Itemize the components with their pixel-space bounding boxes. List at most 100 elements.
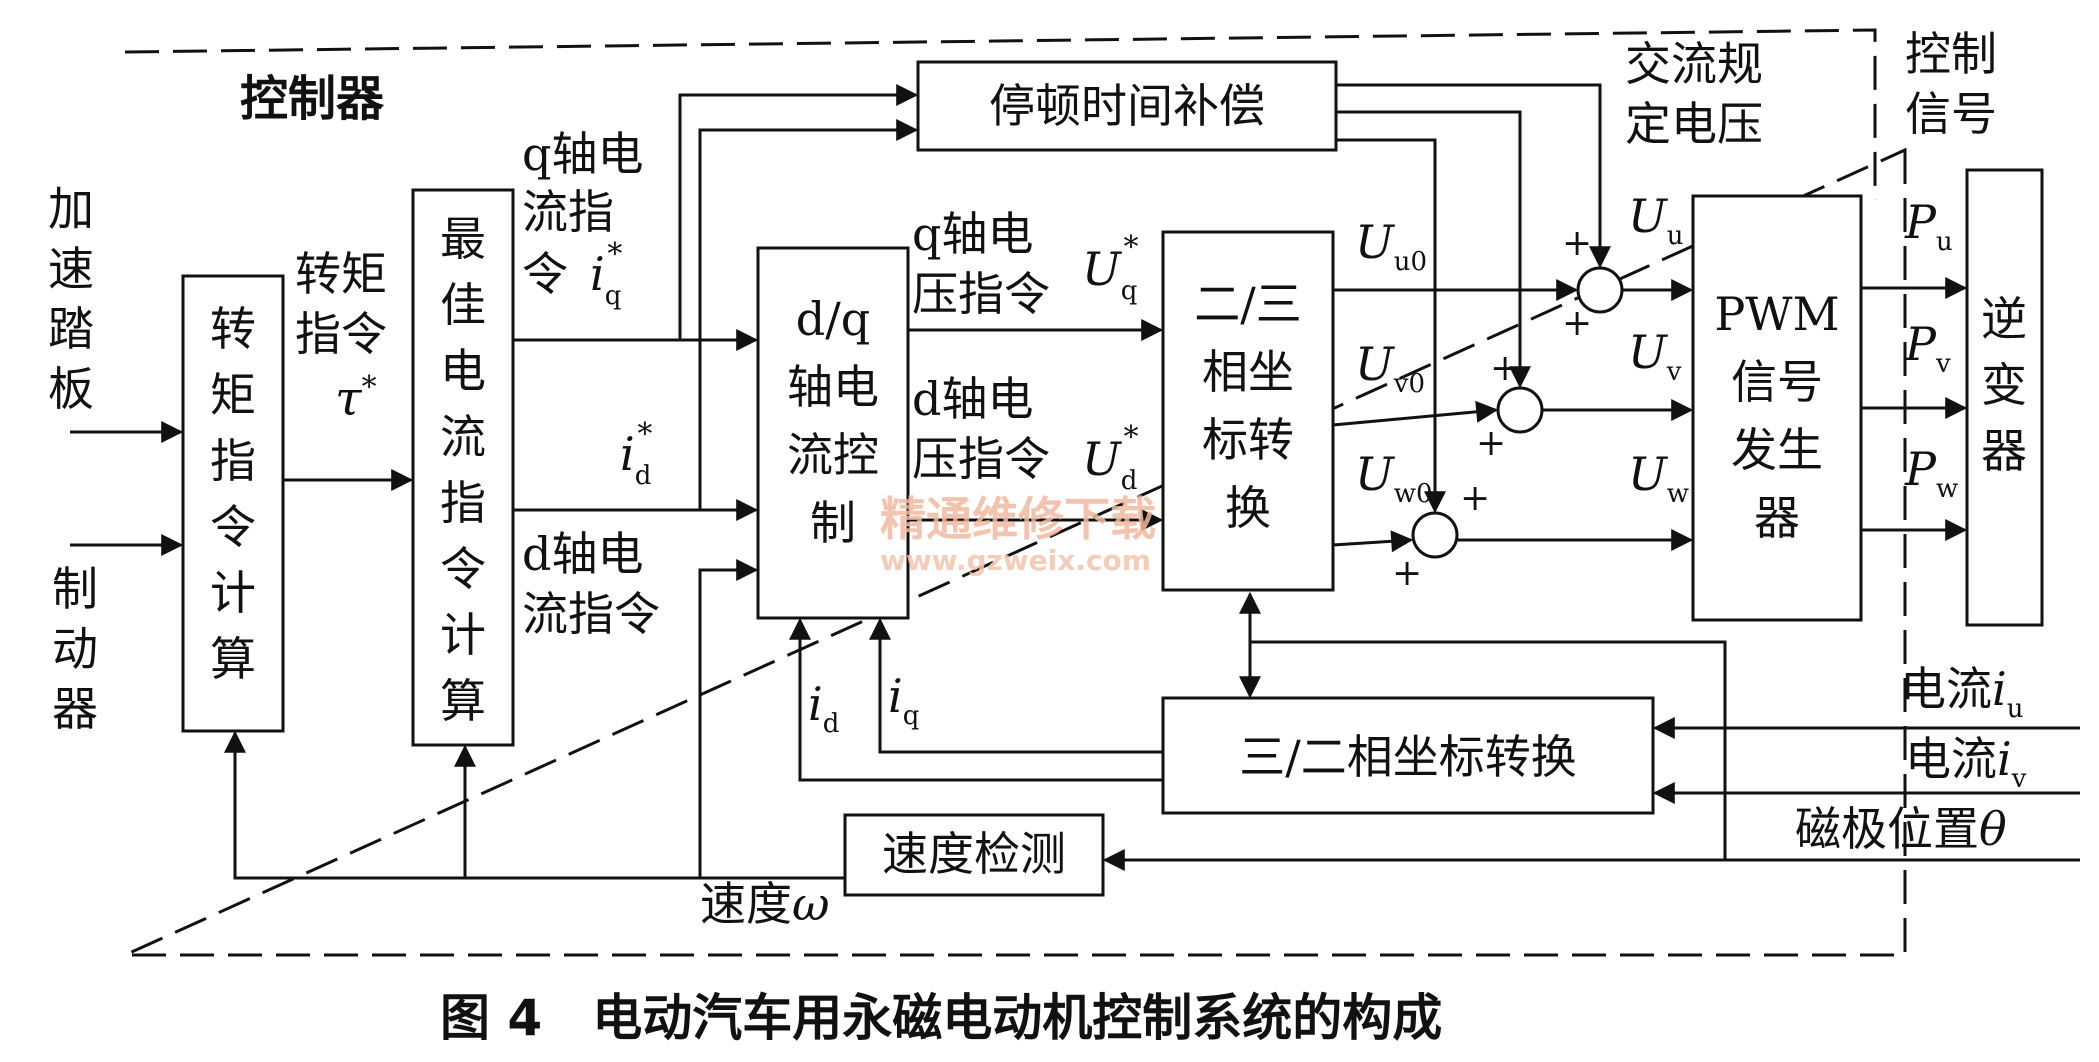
plus-sign: + [1562, 223, 1592, 264]
control-signal-line2: 信号 [1905, 87, 1997, 141]
q-current-line2: 流指 [522, 185, 614, 239]
pwm-text-line: 器 [1754, 491, 1800, 545]
optimal-current-text-line: 令 [440, 542, 486, 596]
torque-cmd-text-line: 转 [210, 302, 256, 356]
uu0-label: Uu0 [1355, 215, 1427, 277]
optimal-current-block [411, 188, 515, 747]
deadtime-to-w [1336, 138, 1446, 514]
theta-to-coord [1250, 640, 1727, 860]
speed-detect-block [843, 813, 1105, 897]
dq-control-text-line: 轴电 [787, 360, 879, 414]
plus-sign: + [1476, 423, 1506, 464]
id-feedback-label: id [808, 677, 839, 739]
watermark-cn: 精通维修下载 [880, 492, 1156, 546]
id-star-label: id* [620, 417, 652, 491]
coord-2to3-text-line: 相坐 [1202, 345, 1294, 399]
iu-input-label: 电流iu [1900, 662, 2023, 724]
coord-3to2-label: 三/二相坐标转换 [1239, 730, 1577, 784]
coord-2to3-text-line: 换 [1225, 481, 1271, 535]
brake-char: 器 [52, 682, 98, 736]
pwm-text-line: 发生 [1731, 423, 1823, 477]
plus-sign: + [1392, 553, 1422, 594]
torque-cmd-line1: 转矩 [295, 247, 387, 301]
q-current-line1: q轴电 [522, 127, 643, 181]
deadtime-to-u [1336, 83, 1611, 269]
iq-feedback [869, 617, 1163, 754]
dq-control-text-line: 制 [810, 496, 856, 550]
d-voltage-cmd-label: d轴电 压指令 [912, 372, 1050, 486]
torque-cmd-text-line: 计 [210, 566, 256, 620]
optimal-current-text-line: 流 [440, 410, 486, 464]
q-current-cmd-label: q轴电 流指 令 [522, 127, 643, 301]
inverter-block [1965, 168, 2044, 627]
deadtime-label: 停顿时间补偿 [989, 79, 1265, 133]
optimal-current-text-line: 算 [440, 674, 486, 728]
deadtime-block [916, 60, 1338, 152]
brake-char: 动 [52, 622, 98, 676]
pu-label: Pu [1904, 195, 1953, 257]
inverter-text: 逆变器 [1981, 292, 2027, 478]
plus-sign: + [1562, 303, 1592, 344]
coord-2to3-block [1161, 230, 1335, 592]
ac-voltage-line2: 定电压 [1625, 97, 1763, 151]
pwm-text-line: 信号 [1731, 355, 1823, 409]
plus-sign: + [1490, 348, 1520, 389]
d-voltage-line2: 压指令 [912, 432, 1050, 486]
optimal-current-text-line: 佳 [440, 278, 486, 332]
figure-caption: 图 4 电动汽车用永磁电动机控制系统的构成 [440, 989, 1442, 1047]
q-voltage-line1: q轴电 [912, 207, 1033, 261]
accel-pedal-char: 踏 [48, 302, 94, 356]
optimal-current-text-line: 最 [440, 212, 486, 266]
optimal-current-text-line: 指 [440, 476, 486, 530]
torque-cmd-text-line: 指 [210, 434, 256, 488]
theta-input-label: 磁极位置θ [1795, 802, 2007, 856]
q-current-line3: 令 [522, 247, 568, 301]
control-signal-label: 控制 信号 [1905, 27, 1997, 141]
q-voltage-line2: 压指令 [912, 267, 1050, 321]
uw-label: Uw [1628, 447, 1689, 509]
coord-2to3-text-line: 二/三 [1194, 277, 1302, 331]
d-current-line2: 流指令 [522, 587, 660, 641]
torque-cmd-block [181, 274, 285, 733]
inverter-text-line: 变 [1981, 358, 2027, 412]
accel-pedal-char: 加 [48, 182, 94, 236]
deadtime-to-v [1336, 110, 1531, 389]
dq-control-text-line: 流控 [787, 428, 879, 482]
torque-cmd-text-line: 令 [210, 500, 256, 554]
speed-feedback [224, 730, 845, 880]
ud-star-label: Ud* [1082, 420, 1138, 496]
uv0-line [1332, 400, 1499, 427]
sum-junction-w [1411, 511, 1459, 559]
speed-detect-label: 速度检测 [882, 827, 1066, 881]
plus-sign: + [1460, 478, 1490, 519]
pv-label: Pv [1904, 317, 1951, 379]
q-voltage-cmd-label: q轴电 压指令 [912, 207, 1050, 321]
coord-3to2-block [1161, 696, 1655, 815]
torque-cmd-line2: 指令 [295, 307, 387, 361]
pwm-text-line: PWM [1714, 287, 1839, 341]
brake-label: 制 动 器 [52, 562, 98, 736]
accel-pedal-char: 板 [48, 362, 94, 416]
iq-to-deadtime [678, 84, 919, 340]
accel-pedal-label: 加 速 踏 板 [48, 182, 94, 416]
torque-cmd-text-line: 算 [210, 632, 256, 686]
controller-boundary [124, 28, 1907, 957]
optimal-current-text-line: 电 [440, 344, 486, 398]
id-to-deadtime [698, 119, 919, 510]
inverter-text-line: 器 [1981, 424, 2027, 478]
iq-star-label: iq* [590, 237, 622, 311]
uv0-label: Uv0 [1355, 337, 1425, 399]
ac-voltage-label: 交流规 定电压 [1625, 37, 1763, 151]
d-current-cmd-label: d轴电 流指令 [522, 527, 660, 641]
uw0-label: Uw0 [1355, 447, 1433, 509]
optimal-current-text-line: 计 [440, 608, 486, 662]
torque-cmd-text-line: 矩 [210, 368, 256, 422]
d-current-line1: d轴电 [522, 527, 643, 581]
inverter-text-line: 逆 [1981, 292, 2027, 346]
connections [70, 83, 2080, 880]
